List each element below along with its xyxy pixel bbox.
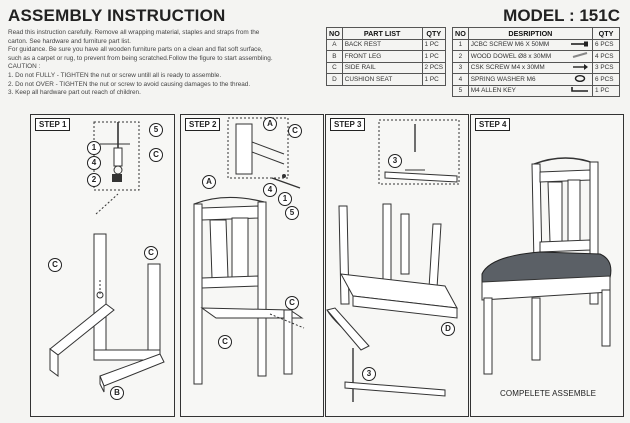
cell: A <box>326 38 343 51</box>
step-2-label: STEP 2 <box>185 118 221 131</box>
instruction-line: such as a carpet or rug, to prevent from… <box>8 54 273 62</box>
cell: 4 <box>452 73 469 86</box>
col-header: NO <box>326 27 343 40</box>
callout-c: C <box>48 258 62 272</box>
bolt-icon <box>568 38 593 51</box>
step-1-illustration <box>49 121 165 393</box>
table-row: 5 M4 ALLEN KEY 1 PC <box>452 84 620 97</box>
cell: BACK REST <box>341 38 423 51</box>
cell: C <box>326 61 343 74</box>
instruction-line: 2. Do not OVER - TIGHTEN the nut or scre… <box>8 80 251 88</box>
callout-3: 3 <box>362 367 376 381</box>
model-number: MODEL : 151C <box>503 6 620 25</box>
washer-icon <box>568 73 593 86</box>
table-row: 2 WOOD DOWEL Ø8 x 30MM 4 PCS <box>452 50 620 63</box>
instruction-line: 1. Do not FULLY - TIGHTEN the nut or scr… <box>8 71 222 79</box>
callout-1: 1 <box>278 192 292 206</box>
cell: 3 <box>452 61 469 74</box>
callout-c: C <box>218 335 232 349</box>
instruction-line: 3. Keep all hardware part out reach of c… <box>8 89 141 97</box>
cell: 1 <box>452 38 469 51</box>
table-row: C SIDE RAIL 2 PCS <box>326 61 447 74</box>
cell: M4 ALLEN KEY <box>467 84 568 97</box>
cell: FRONT LEG <box>341 50 423 63</box>
instruction-line: carton. See hardware and furniture part … <box>8 37 131 45</box>
cell: SIDE RAIL <box>341 61 423 74</box>
cell: 1 PC <box>592 84 620 97</box>
callout-5: 5 <box>285 206 299 220</box>
cell: 1 PC <box>421 38 447 51</box>
callout-d: D <box>441 322 455 336</box>
screw-icon <box>568 61 593 74</box>
callout-2: 2 <box>87 173 101 187</box>
col-header: PART LIST <box>341 27 423 40</box>
callout-5: 5 <box>149 123 163 137</box>
callout-c: C <box>149 148 163 162</box>
dowel-icon <box>568 50 593 63</box>
cell: 2 <box>452 50 469 63</box>
col-header: DESRIPTION <box>467 27 594 40</box>
step-1-label: STEP 1 <box>35 118 71 131</box>
step-4-caption: COMPELETE ASSEMBLE <box>500 389 597 398</box>
col-header: QTY <box>592 27 620 40</box>
cell: CUSHION SEAT <box>341 73 423 86</box>
cell: 1 PC <box>421 73 447 86</box>
step-2-illustration <box>193 117 305 385</box>
cell: D <box>326 73 343 86</box>
table-row: B FRONT LEG 1 PC <box>326 50 447 63</box>
page-title: ASSEMBLY INSTRUCTION <box>8 6 226 25</box>
cell: 6 PCS <box>592 38 620 51</box>
cell: B <box>326 50 343 63</box>
caution-heading: CAUTION : <box>8 63 41 71</box>
part-list-table: NO PART LIST QTY A BACK REST 1 PC B FRON… <box>326 27 447 86</box>
table-row: D CUSHION SEAT 1 PC <box>326 73 447 86</box>
cell: 1 PC <box>421 50 447 63</box>
col-header: QTY <box>421 27 447 40</box>
step-4-label: STEP 4 <box>475 118 511 131</box>
callout-a: A <box>263 117 277 131</box>
callout-3: 3 <box>388 154 402 168</box>
instruction-line: Read this instruction carefully. Remove … <box>8 29 260 36</box>
cell: 2 PCS <box>421 61 447 74</box>
col-header: NO <box>452 27 469 40</box>
callout-a: A <box>202 175 216 189</box>
callout-b: B <box>110 386 124 400</box>
cell: 6 PCS <box>592 73 620 86</box>
table-row: 4 SPRING WASHER M6 6 PCS <box>452 73 620 86</box>
cell: 3 PCS <box>592 61 620 74</box>
callout-1: 1 <box>87 141 101 155</box>
cell: CSK SCREW M4 x 30MM <box>467 61 568 74</box>
allen-key-icon <box>568 84 593 97</box>
instruction-line: For guidance. Be sure you have all woode… <box>8 46 263 54</box>
instructions-text: Read this instruction carefully. Remove … <box>8 29 318 98</box>
step-3-label: STEP 3 <box>330 118 366 131</box>
table-header-row: NO PART LIST QTY <box>326 27 447 40</box>
cell: 4 PCS <box>592 50 620 63</box>
step-3-illustration <box>326 119 460 402</box>
cell: WOOD DOWEL Ø8 x 30MM <box>467 50 568 63</box>
hardware-list-table: NO DESRIPTION QTY 1 JCBC SCREW M6 X 50MM… <box>452 27 620 97</box>
callout-c: C <box>285 296 299 310</box>
cell: SPRING WASHER M6 <box>467 73 568 86</box>
table-row: 1 JCBC SCREW M6 X 50MM 6 PCS <box>452 38 620 51</box>
callout-c: C <box>288 124 302 138</box>
table-row: 3 CSK SCREW M4 x 30MM 3 PCS <box>452 61 620 74</box>
cell: JCBC SCREW M6 X 50MM <box>467 38 568 51</box>
cell: 5 <box>452 84 469 97</box>
callout-c: C <box>144 246 158 260</box>
table-header-row: NO DESRIPTION QTY <box>452 27 620 40</box>
callout-4: 4 <box>87 156 101 170</box>
callout-4: 4 <box>263 183 277 197</box>
table-row: A BACK REST 1 PC <box>326 38 447 51</box>
step-4-chair-illustration <box>481 157 612 375</box>
